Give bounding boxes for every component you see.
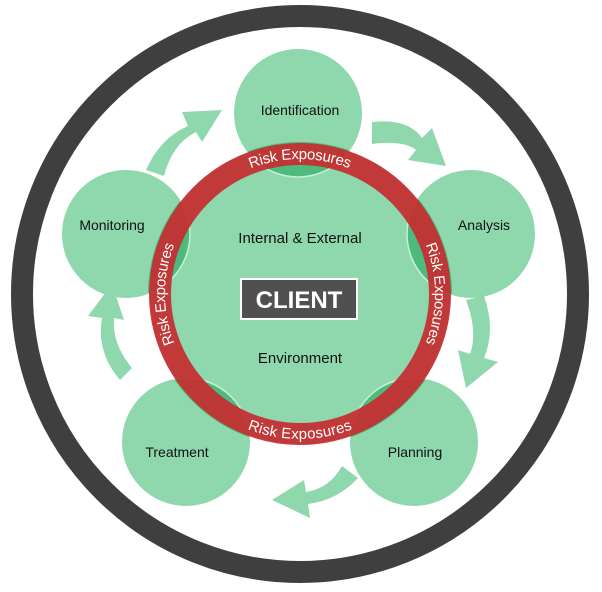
arrow-analysis-to-planning (458, 296, 498, 388)
center-bottom-text: Environment (258, 350, 343, 367)
arrow-treatment-to-monitoring (88, 284, 132, 380)
stage-label-monitoring: Monitoring (79, 217, 144, 233)
outer-ring-right-label: Risk Management (544, 232, 568, 356)
client-badge (240, 278, 358, 320)
stage-label-treatment: Treatment (145, 444, 208, 460)
cycle-arrows (88, 110, 498, 518)
outer-ring-left-label: Risk Management (32, 232, 56, 356)
risk-exposures-ring (149, 143, 451, 445)
stage-label-planning: Planning (388, 444, 443, 460)
center-top-text: Internal & External (238, 230, 361, 247)
stage-label-analysis: Analysis (458, 217, 510, 233)
stage-label-identification: Identification (261, 102, 340, 118)
arrow-monitoring-to-identification (146, 110, 222, 176)
client-badge-label: CLIENT (256, 287, 343, 314)
arrow-planning-to-treatment (272, 466, 358, 518)
arrow-identification-to-analysis (372, 121, 446, 166)
